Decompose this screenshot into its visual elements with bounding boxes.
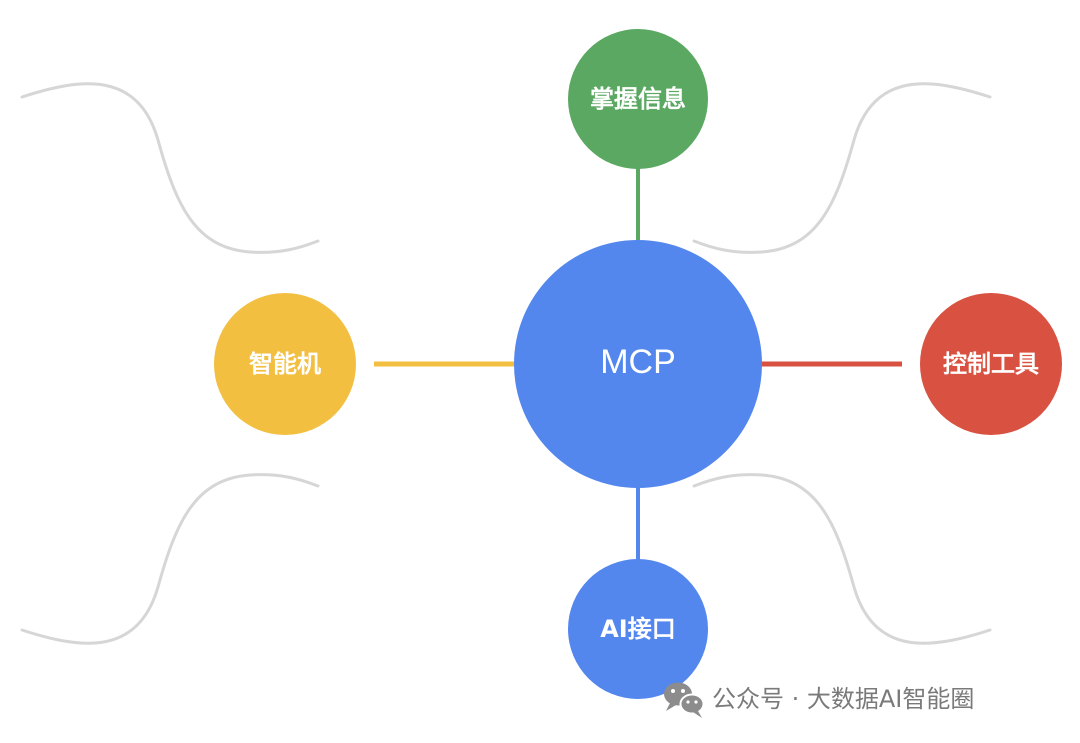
node-bottom-circle [568,559,708,699]
wechat-icon [664,682,705,718]
watermark: 公众号 · 大数据AI智能圈 [664,682,974,718]
curve-bottom-left [20,473,320,645]
center-node: MCP [514,240,762,488]
node-left-circle [214,293,356,435]
node-left: 智能机 [214,293,356,435]
curve-top-right [692,82,992,254]
center-node-circle [514,240,762,488]
node-top-label: 掌握信息 [590,85,686,113]
node-left-label: 智能机 [249,350,321,378]
curve-top-left [20,82,320,254]
decorative-curves [20,82,992,645]
node-right-circle [920,293,1062,435]
node-top: 掌握信息 [568,29,708,169]
curve-bottom-right [692,473,992,645]
node-bottom-label: AI接口 [600,615,676,643]
node-top-circle [568,29,708,169]
watermark-text: 公众号 · 大数据AI智能圈 [712,685,974,713]
center-node-label: MCP [600,343,676,381]
node-right: 控制工具 [920,293,1062,435]
node-right-label: 控制工具 [943,350,1039,378]
node-bottom: AI接口 [568,559,708,699]
